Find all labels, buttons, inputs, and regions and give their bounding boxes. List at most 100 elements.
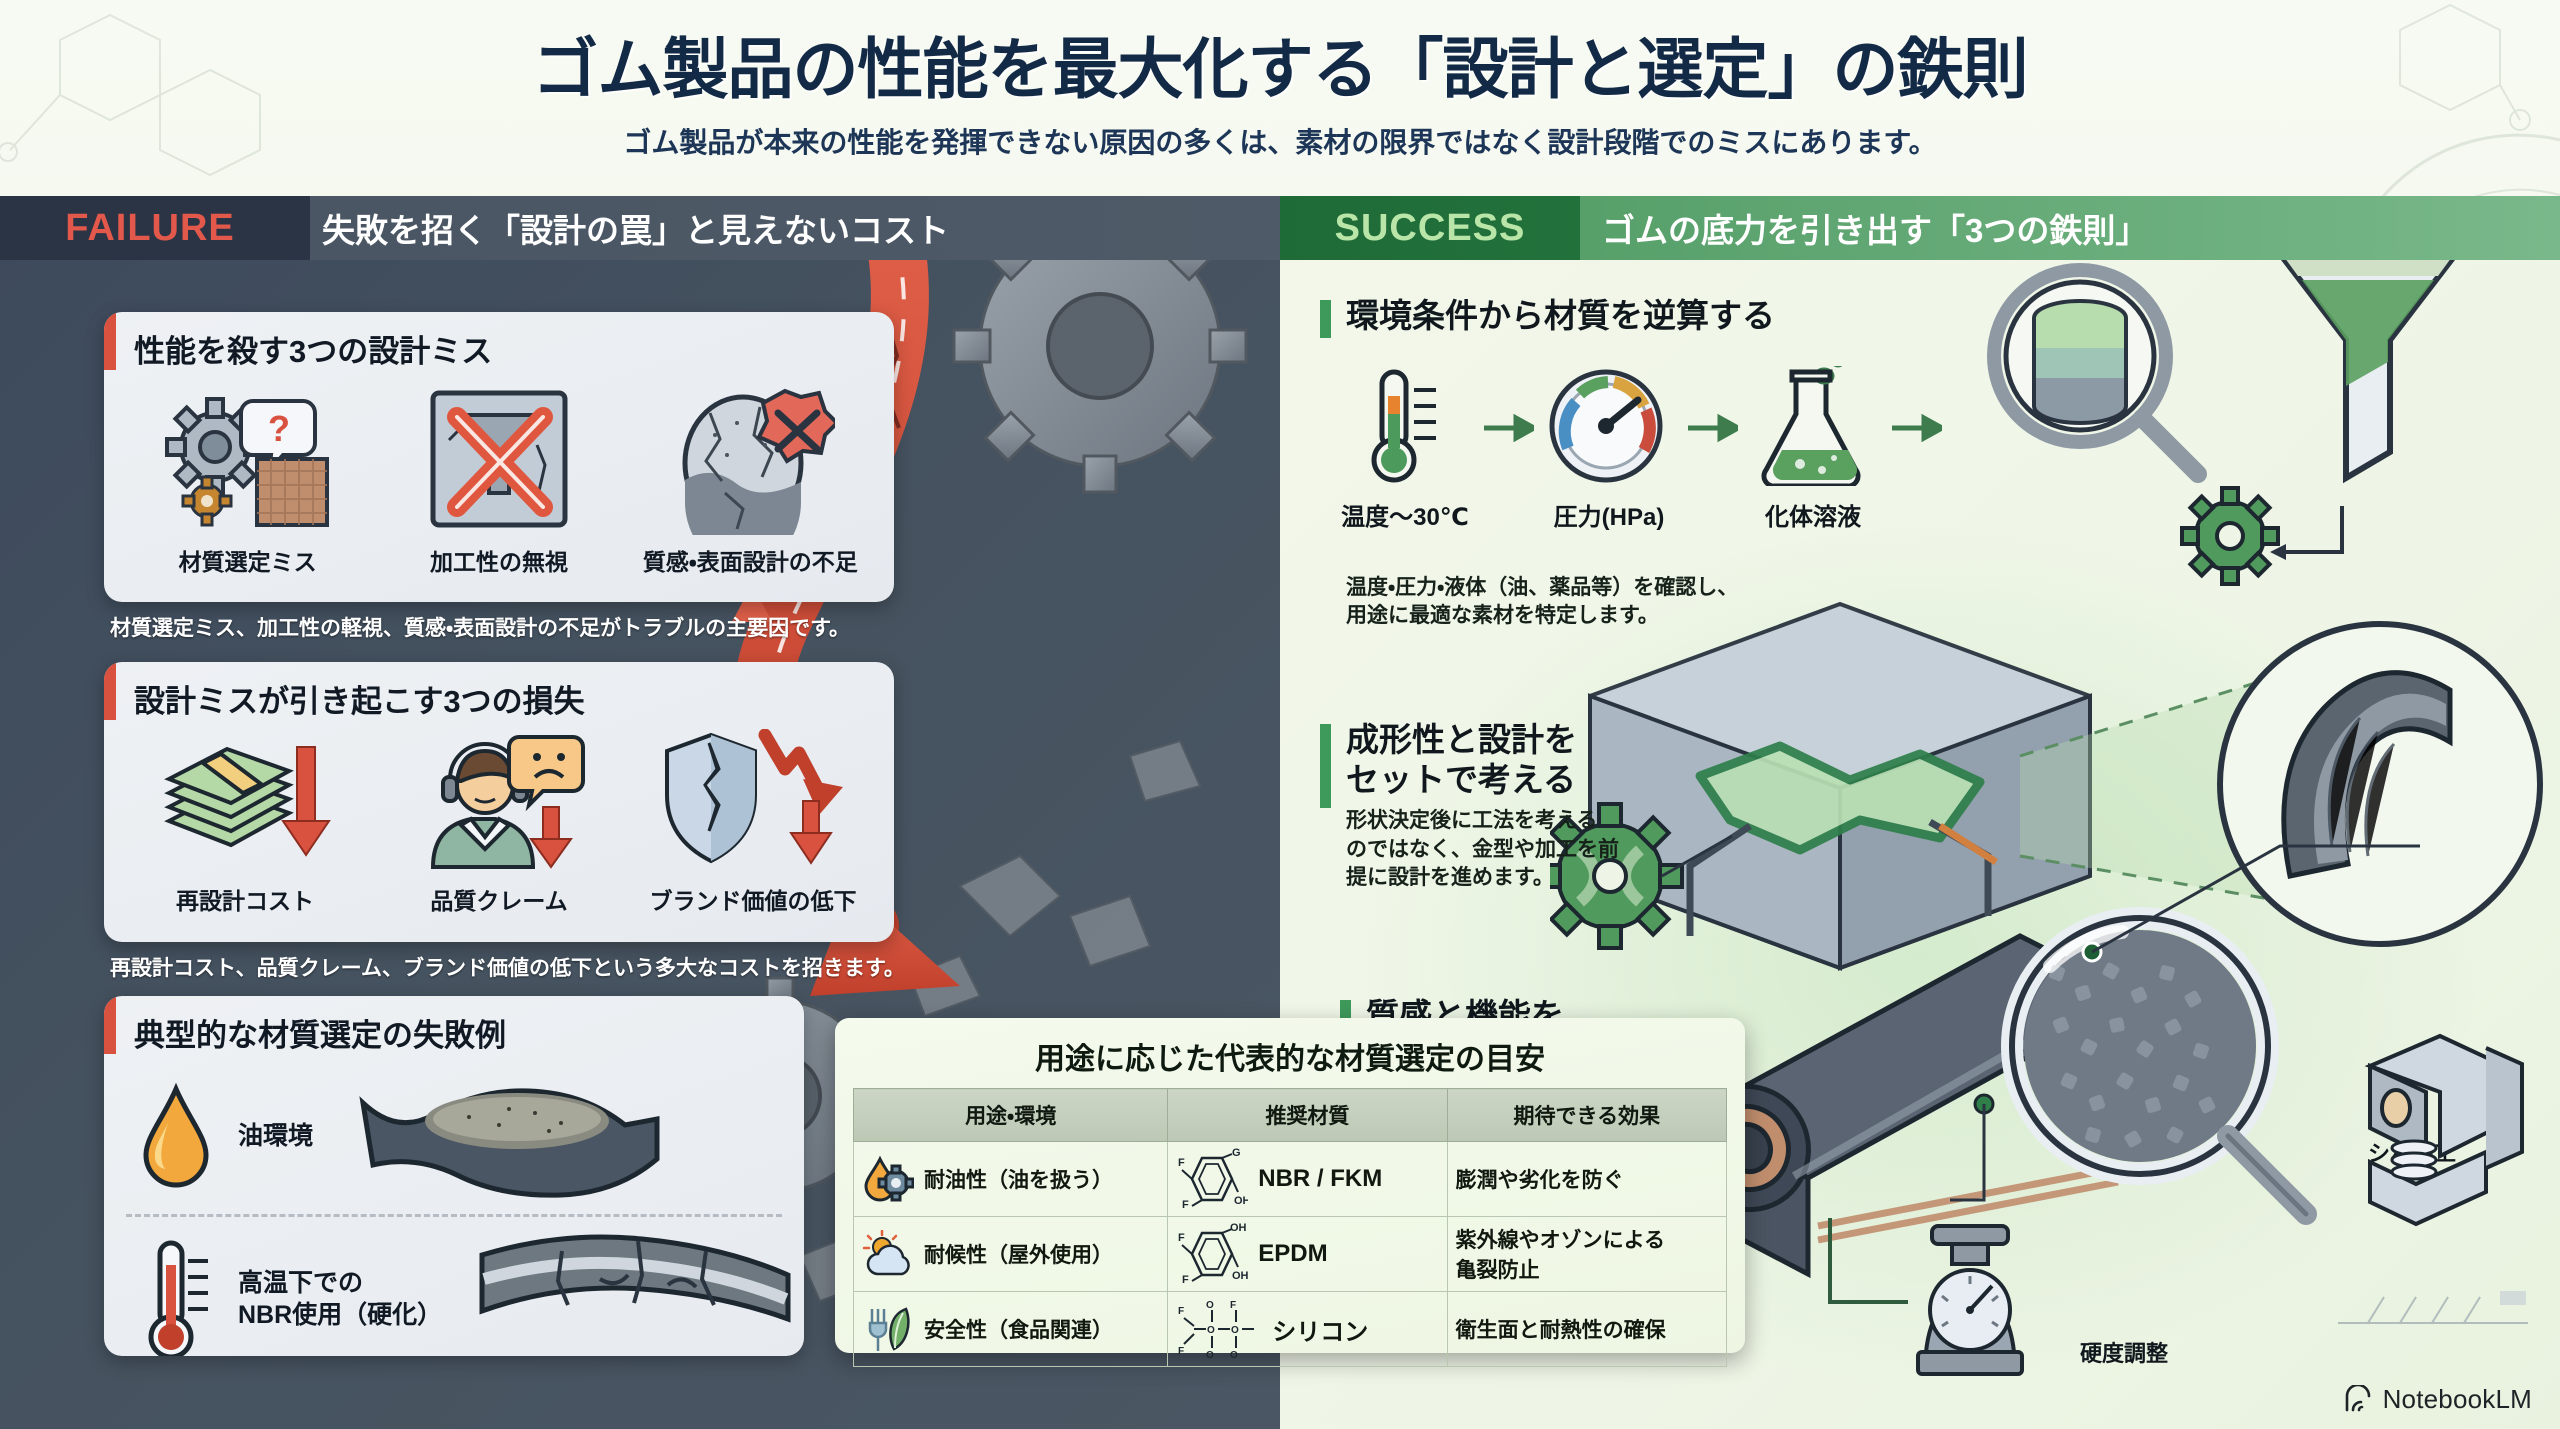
circuit-decoration xyxy=(2338,1291,2528,1324)
material-name: NBR / FKM xyxy=(1258,1165,1383,1192)
pressure-gauge-icon xyxy=(1549,369,1663,483)
column-header-effect: 期待できる効果 xyxy=(1446,1088,1728,1142)
svg-text:O: O xyxy=(1206,1300,1214,1311)
rule1-title: 環境条件から材質を逆算する xyxy=(1346,297,1775,334)
svg-text:F: F xyxy=(1178,1346,1184,1357)
arrow-right-icon xyxy=(1484,413,1534,443)
benzene-F-G-OH-icon: F F G OH xyxy=(1178,1148,1248,1210)
mold-design-artwork xyxy=(1550,601,2543,971)
svg-text:?: ? xyxy=(268,408,290,449)
flow-label: 温度〜30℃ xyxy=(1341,504,1469,531)
column-header-material: 推奨材質 xyxy=(1167,1088,1448,1142)
rule2-block: 成形性と設計を セットで考える 形状決定後に工法を考える のではなく、金型や加工… xyxy=(1320,720,1760,892)
cell-material: F F G OH NBR / FKM xyxy=(1167,1141,1448,1217)
mistake-label: 質感・表面設計の不足 xyxy=(642,549,858,575)
svg-text:F: F xyxy=(1230,1300,1236,1311)
footer-brand: NotebookLM xyxy=(2343,1384,2532,1415)
typical-failure-examples-card: 典型的な材質選定の失敗例 油環境 xyxy=(104,996,804,1356)
mistake-item-material-selection: ? 材質選定ミス xyxy=(123,385,372,577)
svg-text:F: F xyxy=(1178,1157,1185,1169)
failure-heading: 失敗を招く「設計の罠」と見えないコスト xyxy=(322,212,949,249)
rule1-body: 温度・圧力・液体（油、薬品等）を確認し、 用途に最適な素材を特定します。 xyxy=(1346,576,1739,628)
flow-step-pressure: 圧力(HPa) xyxy=(1534,366,1684,532)
table-row: 安全性（食品関連） F F O O xyxy=(852,1291,1728,1367)
card-accent-bar xyxy=(104,312,116,370)
typical-failure-title: 典型的な材質選定の失敗例 xyxy=(134,1018,506,1053)
design-mistakes-caption: 材質選定ミス、加工性の軽視、質感・表面設計の不足がトラブルの主要因です。 xyxy=(110,617,851,640)
svg-text:O: O xyxy=(1231,1325,1239,1336)
failure-example-oil: 油環境 xyxy=(138,1069,804,1204)
loss-label: 品質クレーム xyxy=(430,888,568,914)
table-header-row: 用途・環境 推奨材質 期待できる効果 xyxy=(852,1088,1728,1142)
flow-label: 圧力(HPa) xyxy=(1553,504,1665,531)
cracked-surface-icon xyxy=(682,388,836,535)
card-accent-bar xyxy=(104,996,116,1054)
svg-text:O: O xyxy=(1207,1325,1215,1336)
use-label: 耐候性（屋外使用） xyxy=(924,1244,1113,1267)
table-row: 耐油性（油を扱う） F xyxy=(852,1141,1728,1217)
rule2-title: 成形性と設計を セットで考える xyxy=(1346,721,1577,798)
failure-example-label: 油環境 xyxy=(238,1121,314,1150)
texture-function-artwork xyxy=(1684,844,2524,1376)
page-subtitle: ゴム製品が本来の性能を発揮できない原因の多くは、素材の限界ではなく設計段階でのミ… xyxy=(623,126,1937,158)
benzene-F-OH-icon: F F OH OH xyxy=(1178,1223,1248,1285)
mistake-label: 材質選定ミス xyxy=(178,549,317,575)
flow-label: 化体溶液 xyxy=(1765,504,1861,531)
loss-item-redesign-cost: 再設計コスト xyxy=(119,729,370,916)
flow-step-liquid: 化体溶液 xyxy=(1738,352,1888,532)
use-label: 耐油性（油を扱う） xyxy=(924,1169,1113,1192)
success-heading: ゴムの底力を引き出す「3つの鉄則」 xyxy=(1602,212,2149,249)
oil-gear-icon xyxy=(864,1155,914,1202)
notebooklm-label: NotebookLM xyxy=(2382,1384,2532,1414)
hardness-scale-label: 硬度調整 xyxy=(2080,1341,2169,1366)
cell-effect: 衛生面と耐熱性の確保 xyxy=(1446,1291,1728,1367)
rule2-body: 形状決定後に工法を考える のではなく、金型や加工を前 提に設計を進めます。 xyxy=(1346,809,1619,889)
material-selection-table: 用途・環境 推奨材質 期待できる効果 xyxy=(852,1088,1728,1367)
header: ゴム製品の性能を最大化する「設計と選定」の鉄則 ゴム製品が本来の性能を発揮できな… xyxy=(0,0,2560,196)
failure-tag: FAILURE xyxy=(65,206,235,249)
swollen-seal-image xyxy=(359,1088,660,1198)
example-divider xyxy=(126,1214,782,1217)
panels-container: FAILURE 失敗を招く「設計の罠」と見えないコスト 性能を殺す3つの設計ミス xyxy=(0,196,2560,1429)
design-losses-title: 設計ミスが引き起こす3つの損失 xyxy=(134,684,585,719)
gear-question-icon: ? xyxy=(164,397,329,527)
svg-text:O: O xyxy=(1230,1350,1238,1360)
support-agent-icon xyxy=(430,735,585,869)
cracked-seal-image xyxy=(479,1234,791,1323)
mistake-item-surface-design: 質感・表面設計の不足 xyxy=(626,385,875,577)
thermometer-icon xyxy=(1371,369,1436,483)
arrow-right-icon xyxy=(1688,413,1738,443)
thermometer-icon xyxy=(148,1240,208,1356)
red-cross-mold-icon xyxy=(430,390,568,528)
svg-text:OH: OH xyxy=(1234,1195,1248,1207)
money-stack-icon xyxy=(164,746,331,857)
svg-text:F: F xyxy=(1182,1274,1189,1285)
loss-item-quality-complaint: 品質クレーム xyxy=(373,729,624,916)
material-table-title: 用途に応じた代表的な材質選定の目安 xyxy=(1035,1043,1545,1076)
rule1-flow: 温度〜30℃ 圧力(HPa) xyxy=(1330,352,1970,532)
svg-text:OH: OH xyxy=(1232,1270,1248,1282)
mistake-item-processability: 加工性の無視 xyxy=(375,385,624,577)
cell-material: F F OH OH EPDM xyxy=(1167,1216,1448,1292)
svg-text:F: F xyxy=(1178,1306,1184,1317)
cracked-shield-icon xyxy=(664,729,843,865)
success-banner: SUCCESS ゴムの底力を引き出す「3つの鉄則」 xyxy=(1280,196,2560,260)
design-losses-card: 設計ミスが引き起こす3つの損失 xyxy=(104,662,894,942)
flow-step-temperature: 温度〜30℃ xyxy=(1330,366,1480,532)
arrow-right-icon xyxy=(1892,413,1942,443)
failure-example-high-temp: 高温下での NBR使用（硬化） xyxy=(138,1227,804,1356)
rule-accent-bar xyxy=(1320,724,1331,808)
mistake-label: 加工性の無視 xyxy=(429,549,568,575)
table-row: 耐候性（屋外使用） F xyxy=(852,1216,1728,1292)
material-name: シリコン xyxy=(1272,1318,1369,1346)
sun-cloud-icon xyxy=(862,1230,910,1276)
notebooklm-logo-icon xyxy=(2345,1384,2370,1411)
column-header-use: 用途・環境 xyxy=(852,1088,1169,1142)
page-title: ゴム製品の性能を最大化する「設計と選定」の鉄則 xyxy=(532,32,2029,107)
design-losses-caption: 再設計コスト、品質クレーム、ブランド価値の低下という多大なコストを招きます。 xyxy=(110,957,905,980)
oil-drop-icon xyxy=(143,1082,209,1187)
design-mistakes-title: 性能を殺す3つの設計ミス xyxy=(134,334,493,369)
material-selection-table-card: 用途に応じた代表的な材質選定の目安 用途・環境 推奨材質 期待できる効果 xyxy=(835,1018,1745,1367)
use-label: 安全性（食品関連） xyxy=(924,1319,1113,1342)
